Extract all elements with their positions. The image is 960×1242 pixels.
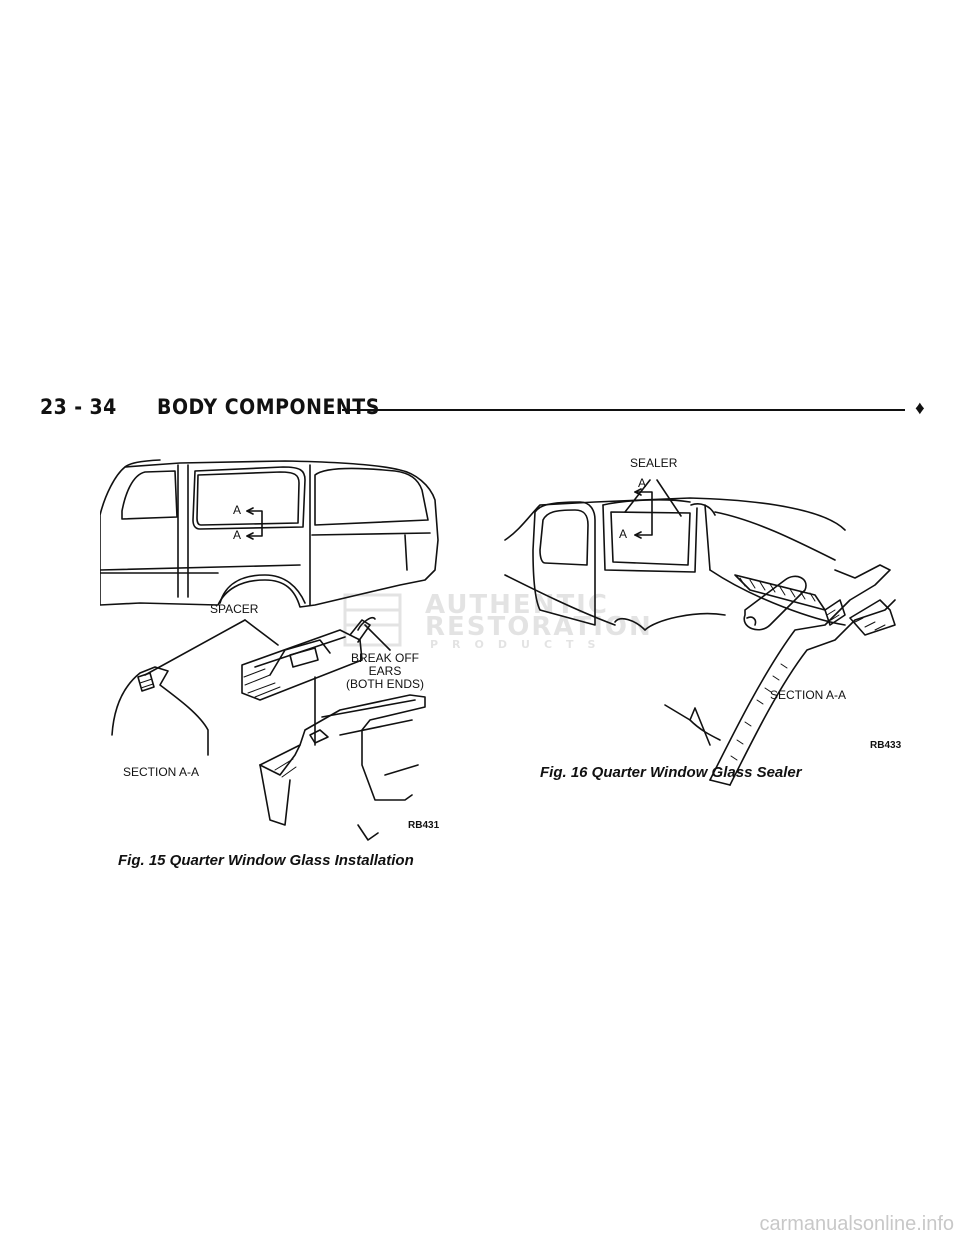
page-header: 23 - 34 BODY COMPONENTS ♦ — [40, 395, 930, 425]
section-a-a-label: SECTION A-A — [123, 765, 200, 779]
arrow-a-top-label: A — [638, 476, 647, 490]
figure-16-ref-code: RB433 — [870, 740, 902, 751]
figure-16-caption: Fig. 16 Quarter Window Glass Sealer — [540, 764, 802, 781]
figure-15-illustration — [100, 459, 439, 841]
arrow-a-bottom-label: A — [233, 528, 242, 542]
section-a-a-label: SECTION A-A — [770, 688, 847, 702]
footer-site-watermark: carmanualsonline.info — [759, 1213, 954, 1235]
break-off-ears-label: BREAK OFF EARS (BOTH ENDS) — [330, 652, 440, 691]
figure-15: A A SPACER BREAK OFF EARS (BOTH ENDS) SE… — [100, 445, 460, 850]
page-number: 23 - 34 — [40, 395, 117, 419]
spacer-label: SPACER — [210, 602, 259, 616]
break-off-line2: EARS — [368, 664, 402, 678]
diamond-icon: ♦ — [915, 398, 925, 419]
arrow-a-top-label: A — [233, 503, 242, 517]
figure-15-caption: Fig. 15 Quarter Window Glass Installatio… — [118, 852, 414, 869]
section-title: BODY COMPONENTS — [157, 395, 380, 419]
figure-16: SEALER A A SECTION A-A RB433 — [495, 450, 905, 790]
arrow-a-bottom-label: A — [619, 527, 628, 541]
figure-16-illustration — [504, 479, 896, 786]
figure-15-ref-code: RB431 — [408, 820, 440, 831]
break-off-line3: (BOTH ENDS) — [346, 677, 424, 691]
header-rule — [342, 409, 905, 411]
sealer-label: SEALER — [630, 456, 678, 470]
break-off-line1: BREAK OFF — [350, 651, 419, 665]
